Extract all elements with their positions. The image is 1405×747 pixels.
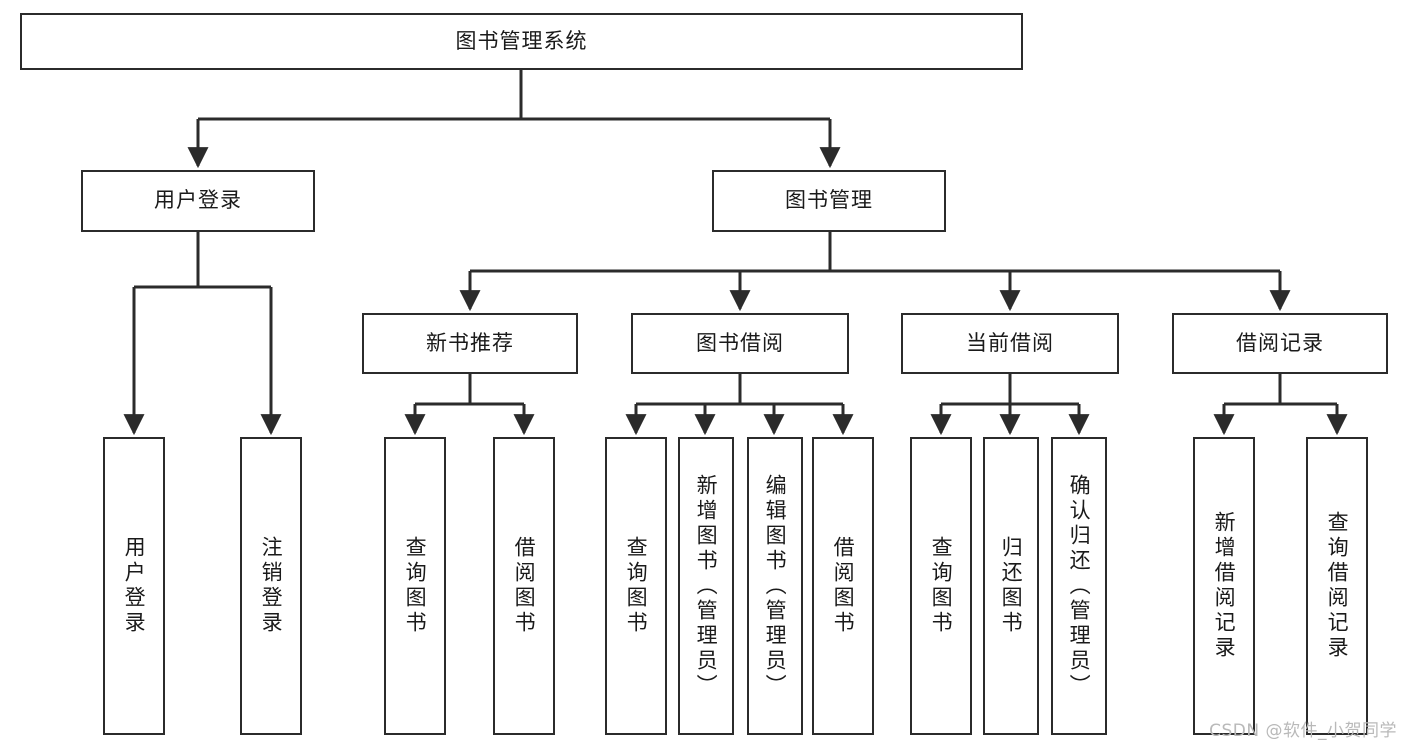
leaf-borrow-record-0[interactable]: 新增借阅记录 [1193, 437, 1255, 735]
node-current-borrow[interactable]: 当前借阅 [901, 313, 1119, 374]
node-label: 当前借阅 [966, 330, 1054, 355]
leaf-new-book-recommend-1[interactable]: 借阅图书 [493, 437, 555, 735]
node-user-login[interactable]: 用户登录 [81, 170, 315, 232]
node-label: 新增图书（管理员） [694, 473, 719, 699]
node-borrow-record[interactable]: 借阅记录 [1172, 313, 1388, 374]
node-label: 编辑图书（管理员） [763, 473, 788, 699]
node-book-borrow[interactable]: 图书借阅 [631, 313, 849, 374]
node-label: 借阅图书 [512, 536, 537, 636]
leaf-book-borrow-0[interactable]: 查询图书 [605, 437, 667, 735]
leaf-new-book-recommend-0[interactable]: 查询图书 [384, 437, 446, 735]
leaf-book-borrow-1[interactable]: 新增图书（管理员） [678, 437, 734, 735]
leaf-book-borrow-2[interactable]: 编辑图书（管理员） [747, 437, 803, 735]
leaf-book-borrow-3[interactable]: 借阅图书 [812, 437, 874, 735]
leaf-current-borrow-0[interactable]: 查询图书 [910, 437, 972, 735]
node-label: 借阅记录 [1236, 330, 1324, 355]
node-label: 借阅图书 [831, 536, 856, 636]
node-label: 查询图书 [624, 536, 649, 636]
node-label: 查询借阅记录 [1325, 511, 1350, 661]
node-label: 查询图书 [929, 536, 954, 636]
node-label: 确认归还（管理员） [1067, 473, 1092, 699]
node-label: 图书管理系统 [455, 28, 588, 53]
node-label: 注销登录 [259, 536, 284, 636]
node-label: 新增借阅记录 [1212, 511, 1237, 661]
leaf-user-login-1[interactable]: 注销登录 [240, 437, 302, 735]
node-label: 新书推荐 [426, 330, 514, 355]
node-label: 用户登录 [122, 536, 147, 636]
node-label: 归还图书 [999, 536, 1024, 636]
node-new-book-recommend[interactable]: 新书推荐 [362, 313, 578, 374]
node-label: 用户登录 [154, 188, 242, 213]
node-label: 图书借阅 [696, 330, 784, 355]
node-label: 图书管理 [785, 188, 873, 213]
node-book-management[interactable]: 图书管理 [712, 170, 946, 232]
leaf-current-borrow-2[interactable]: 确认归还（管理员） [1051, 437, 1107, 735]
leaf-borrow-record-1[interactable]: 查询借阅记录 [1306, 437, 1368, 735]
node-label: 查询图书 [403, 536, 428, 636]
node-root-system[interactable]: 图书管理系统 [20, 13, 1023, 70]
leaf-user-login-0[interactable]: 用户登录 [103, 437, 165, 735]
leaf-current-borrow-1[interactable]: 归还图书 [983, 437, 1039, 735]
